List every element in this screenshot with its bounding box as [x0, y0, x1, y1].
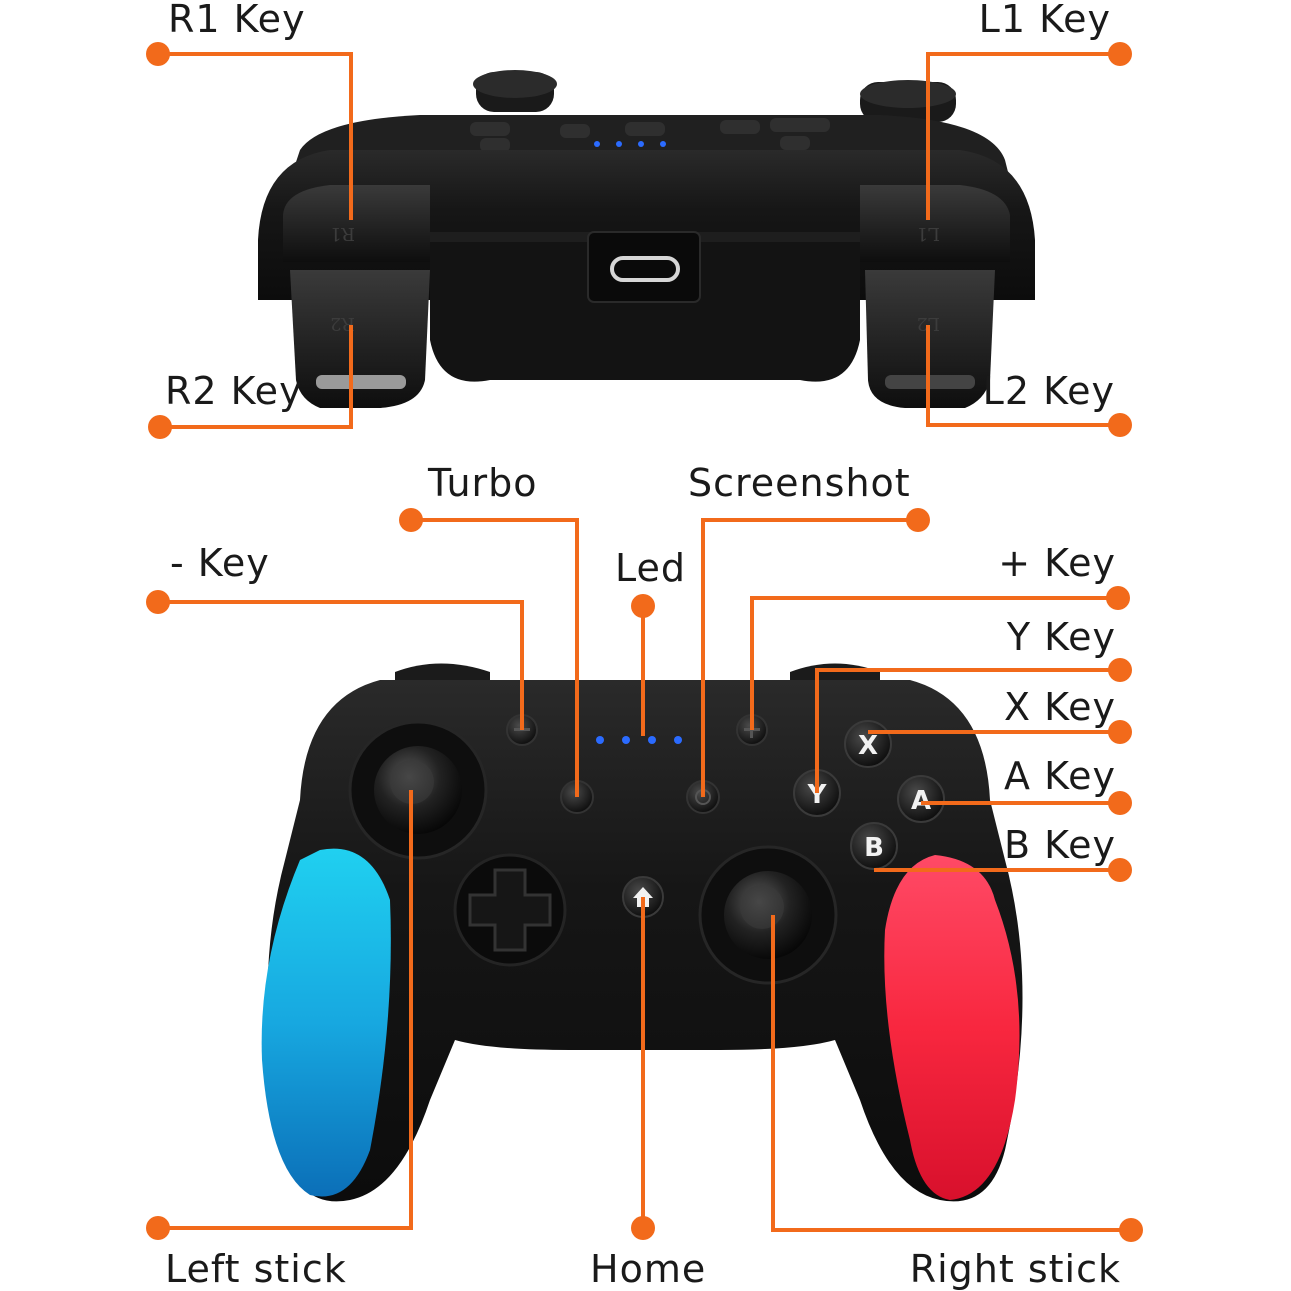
- usb-c-port-icon: [587, 231, 701, 303]
- led-dot: [638, 141, 644, 147]
- led-dot: [594, 141, 600, 147]
- label-led: Led: [615, 546, 687, 590]
- label-a-key: A Key: [1004, 754, 1116, 798]
- b-button: B: [850, 822, 898, 870]
- r2-mark: R2: [330, 313, 355, 334]
- l1-bumper: L1: [860, 185, 1010, 262]
- callout-minus-dot: [146, 590, 170, 614]
- front-led-row: [596, 736, 682, 744]
- callout-plus-line: [750, 596, 1118, 730]
- r2-trigger: R2: [290, 270, 430, 408]
- callout-l2-dot: [1108, 413, 1132, 437]
- label-minus-key: - Key: [170, 541, 270, 585]
- callout-r2-dot: [148, 415, 172, 439]
- rear-right-stick-top: [860, 80, 956, 122]
- left-grip-blue: [261, 848, 391, 1197]
- label-y-key: Y Key: [1006, 615, 1116, 659]
- label-b-key: B Key: [1003, 823, 1116, 867]
- callout-minus-line: [158, 600, 524, 730]
- led-dot: [674, 736, 682, 744]
- callout-plus-dot: [1106, 586, 1130, 610]
- r1-bumper: R1: [283, 185, 430, 262]
- x-button: X: [844, 720, 892, 768]
- callout-r1-line: [158, 52, 353, 220]
- svg-text:X: X: [858, 731, 878, 761]
- label-r1-key: R1 Key: [168, 0, 306, 41]
- label-right-stick: Right stick: [909, 1247, 1121, 1291]
- rear-led-row: [594, 141, 666, 147]
- label-home: Home: [590, 1247, 707, 1291]
- a-button: A: [897, 775, 945, 823]
- svg-text:B: B: [864, 833, 884, 863]
- callout-home-dot: [631, 1216, 655, 1240]
- callout-b-dot: [1108, 858, 1132, 882]
- callout-right-stick-line: [771, 915, 1131, 1232]
- label-l1-key: L1 Key: [978, 0, 1111, 41]
- callout-left-stick-line: [158, 790, 413, 1230]
- right-stick: [698, 845, 838, 985]
- callout-lines: [146, 42, 1143, 1242]
- callout-l1-dot: [1108, 42, 1132, 66]
- label-turbo: Turbo: [428, 461, 538, 505]
- callout-screenshot-dot: [906, 508, 930, 532]
- rear-view-controller: R1 L1 R2 L2: [258, 70, 1035, 408]
- callout-y-dot: [1108, 658, 1132, 682]
- svg-text:Y: Y: [807, 780, 828, 810]
- callout-l1-line: [926, 52, 1120, 220]
- led-dot: [660, 141, 666, 147]
- callout-led-dot: [631, 594, 655, 618]
- right-grip-red: [884, 855, 1020, 1200]
- label-r2-key: R2 Key: [165, 369, 303, 413]
- led-dot: [622, 736, 630, 744]
- callout-turbo-line: [411, 518, 579, 797]
- callout-x-dot: [1108, 720, 1132, 744]
- callout-l2-line: [926, 325, 1120, 427]
- label-plus-key: + Key: [998, 541, 1116, 585]
- callout-turbo-dot: [399, 508, 423, 532]
- callout-right-stick-dot: [1119, 1218, 1143, 1242]
- left-stick: [348, 720, 488, 860]
- label-left-stick: Left stick: [165, 1247, 347, 1291]
- dpad-icon: [453, 853, 567, 967]
- led-dot: [648, 736, 656, 744]
- led-dot: [596, 736, 604, 744]
- callout-screenshot-line: [701, 518, 918, 797]
- rear-left-stick-top: [473, 70, 557, 112]
- callout-a-dot: [1108, 791, 1132, 815]
- led-dot: [616, 141, 622, 147]
- label-screenshot: Screenshot: [688, 461, 911, 505]
- callout-y-line: [815, 668, 1120, 793]
- l1-mark: L1: [917, 223, 940, 244]
- callout-r2-line: [160, 325, 353, 429]
- callout-r1-dot: [146, 42, 170, 66]
- r1-mark: R1: [330, 223, 355, 244]
- callout-left-stick-dot: [146, 1216, 170, 1240]
- l2-mark: L2: [917, 313, 940, 334]
- label-x-key: X Key: [1003, 685, 1116, 729]
- label-l2-key: L2 Key: [982, 369, 1115, 413]
